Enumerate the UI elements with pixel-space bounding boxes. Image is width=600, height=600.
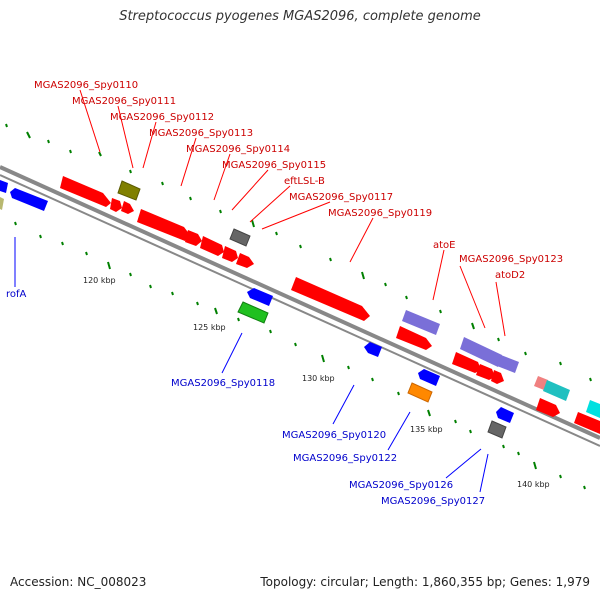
gene-spy0115 <box>200 236 224 256</box>
gene-spy0126 <box>496 407 514 423</box>
forward-genes <box>60 176 600 434</box>
summary-text: Topology: circular; Length: 1,860,355 bp… <box>260 575 590 589</box>
gene-blue-left-a <box>0 180 8 193</box>
gene-cyan2 <box>586 400 600 418</box>
gene-spy0127 <box>487 420 507 439</box>
gene-spy0123-purple <box>460 337 502 367</box>
gene-red-b <box>476 364 495 380</box>
gene-spy0117 <box>236 253 254 268</box>
label-spy0112: MGAS2096_Spy0112 <box>110 112 214 123</box>
label-spy0114: MGAS2096_Spy0114 <box>186 144 290 155</box>
gene-pink <box>534 376 548 390</box>
gene-spy0120 <box>364 342 382 357</box>
gene-red-e <box>574 412 600 434</box>
gene-spy0118-blue <box>247 288 273 306</box>
label-spy0110: MGAS2096_Spy0110 <box>34 80 138 91</box>
gene-spy0112 <box>121 201 134 214</box>
backbone-outer <box>0 165 600 440</box>
forward-leaders <box>79 89 506 337</box>
gene-spy0111 <box>110 198 122 212</box>
gene-blue-left-b <box>10 188 48 211</box>
label-atoD2: atoD2 <box>495 270 525 281</box>
label-eftlsl: eftLSL-B <box>284 176 325 187</box>
gene-blue-b <box>418 369 440 386</box>
gc-track-lower <box>14 221 586 490</box>
gene-atoD2-purple <box>497 355 519 373</box>
label-spy0119: MGAS2096_Spy0119 <box>328 208 432 219</box>
gene-red-d <box>536 398 560 417</box>
gene-spy0119 <box>291 277 370 321</box>
gene-eftlsl <box>222 246 238 262</box>
label-atoE: atoE <box>433 240 456 251</box>
label-spy0120: MGAS2096_Spy0120 <box>282 430 386 441</box>
gc-track-upper <box>5 123 592 382</box>
gene-spy0118-green <box>237 301 269 324</box>
gene-red-atoE <box>396 326 432 350</box>
gene-green-small <box>117 180 141 201</box>
accession-text: Accession: NC_008023 <box>10 575 147 589</box>
tick-140: 140 kbp <box>517 480 550 489</box>
tick-135: 135 kbp <box>410 425 443 434</box>
label-spy0111: MGAS2096_Spy0111 <box>72 96 176 107</box>
gene-grey1 <box>229 228 251 247</box>
reverse-labels: rofA MGAS2096_Spy0118 MGAS2096_Spy0120 M… <box>6 289 485 507</box>
label-spy0118: MGAS2096_Spy0118 <box>171 378 275 389</box>
gene-red-a <box>452 352 481 373</box>
label-spy0113: MGAS2096_Spy0113 <box>149 128 253 139</box>
gene-spy0122 <box>407 382 433 403</box>
reverse-leaders <box>14 237 489 493</box>
gene-spy0114 <box>185 230 202 246</box>
gene-cyan1 <box>543 380 570 401</box>
reverse-genes <box>0 180 514 439</box>
label-spy0123: MGAS2096_Spy0123 <box>459 254 563 265</box>
label-spy0117: MGAS2096_Spy0117 <box>289 192 393 203</box>
gene-atoE-purple <box>402 310 440 335</box>
gene-spy0113 <box>137 209 190 241</box>
tick-130: 130 kbp <box>302 374 335 383</box>
tick-120: 120 kbp <box>83 276 116 285</box>
forward-labels: MGAS2096_Spy0110 MGAS2096_Spy0111 MGAS20… <box>34 80 563 281</box>
tick-125: 125 kbp <box>193 323 226 332</box>
label-spy0115: MGAS2096_Spy0115 <box>222 160 326 171</box>
gene-spy0110 <box>60 176 111 207</box>
label-spy0126: MGAS2096_Spy0126 <box>349 480 453 491</box>
gene-olive-left <box>0 197 4 210</box>
label-rofA: rofA <box>6 289 27 300</box>
map-title: Streptococcus pyogenes MGAS2096, complet… <box>119 9 481 24</box>
backbone-inner <box>0 174 600 447</box>
label-spy0127: MGAS2096_Spy0127 <box>381 496 485 507</box>
gene-red-c <box>491 370 504 384</box>
label-spy0122: MGAS2096_Spy0122 <box>293 453 397 464</box>
